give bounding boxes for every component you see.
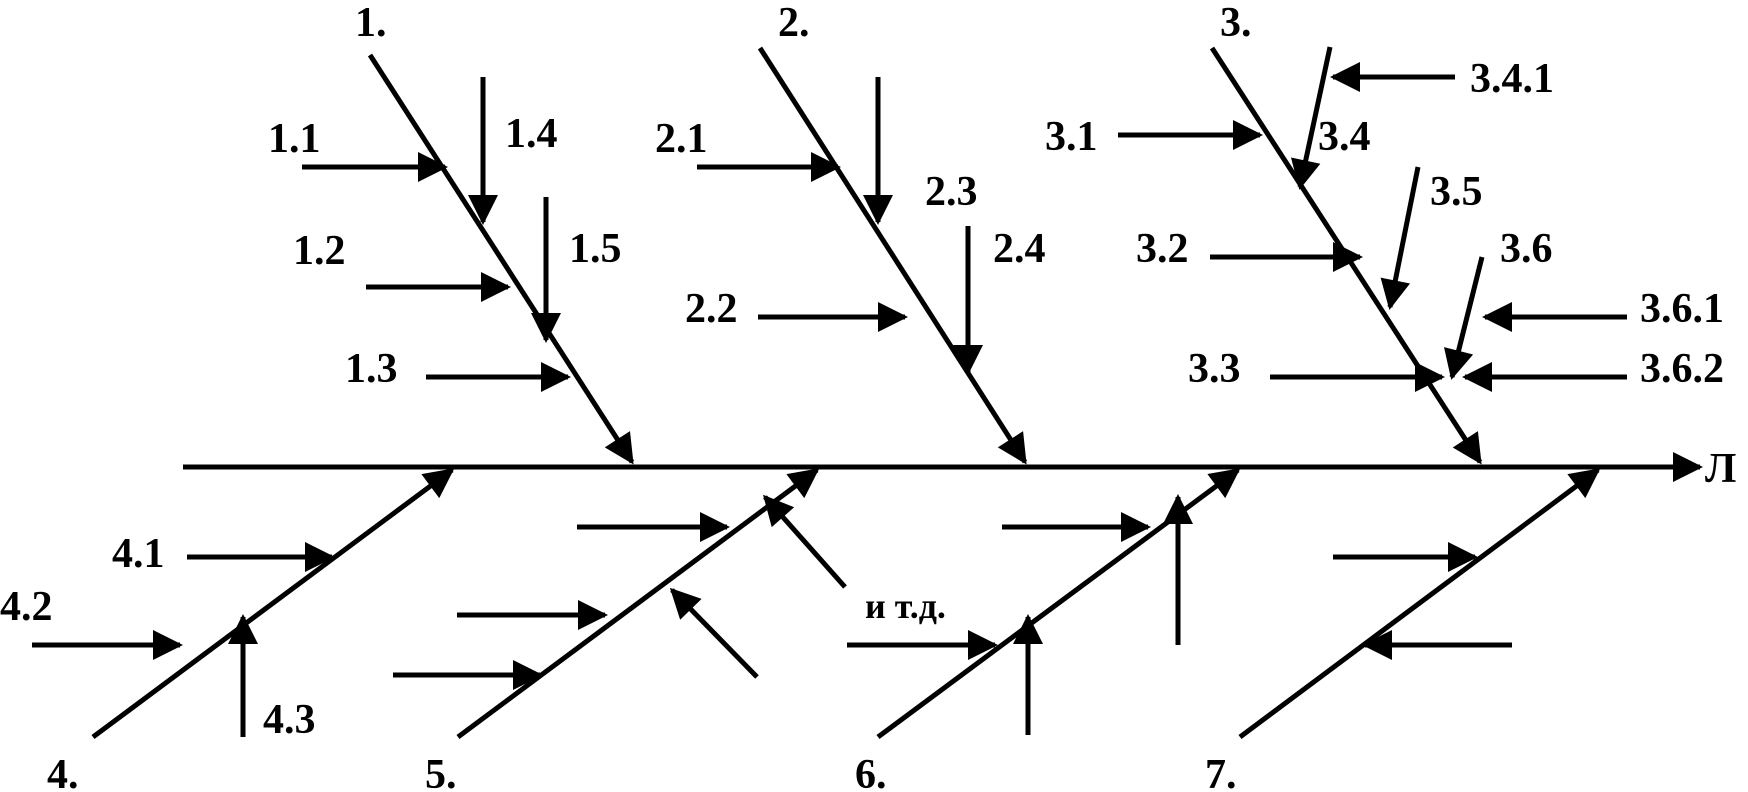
cause-branch-7: 7. [1205,467,1601,792]
sub-arrow-5-e [669,587,759,679]
etc-label: и т.д. [865,586,946,626]
sub-label-1-5: 1.5 [569,226,622,272]
sub-label-2-3: 2.3 [925,169,978,215]
sub-label-3-3: 3.3 [1188,346,1241,392]
sub-label-4-2: 4.2 [0,584,53,630]
sub-arrow-3-6 [1443,256,1485,380]
cause-label-5: 5. [425,752,457,792]
bone-2 [757,46,1028,465]
cause-branch-3: 3. 3.1 3.2 3.3 3.4 3.4.1 3.5 3.6 3.6.1 3… [1045,0,1724,465]
sub-label-2-4: 2.4 [993,226,1046,272]
cause-branch-2: 2. 2.1 2.2 2.3 2.4 [655,0,1046,465]
sub-label-1-1: 1.1 [268,116,321,162]
cause-label-7: 7. [1205,752,1237,792]
sub-label-1-2: 1.2 [293,228,346,274]
sub-arrow-5-d [763,494,847,589]
sub-label-1-4: 1.4 [505,111,558,157]
sub-arrow-3-4 [1290,46,1333,190]
cause-branch-4: 4. 4.1 4.2 4.3 [0,467,455,792]
cause-label-3: 3. [1220,0,1252,46]
cause-label-2: 2. [778,0,810,46]
sub-label-3-2: 3.2 [1136,226,1189,272]
cause-label-4: 4. [47,752,79,792]
sub-arrow-3-5 [1380,166,1421,310]
bone-5 [456,467,820,740]
cause-label-1: 1. [355,0,387,46]
cause-branch-5: 5. и т.д. [393,467,946,792]
sub-label-4-1: 4.1 [112,531,165,577]
sub-label-3-4-1: 3.4.1 [1470,56,1554,102]
sub-label-1-3: 1.3 [345,346,398,392]
bone-4 [91,467,455,740]
bone-7 [1238,467,1601,740]
sub-label-2-2: 2.2 [685,286,738,332]
sub-label-3-4: 3.4 [1318,114,1371,160]
sub-label-3-1: 3.1 [1045,114,1098,160]
sub-label-3-5: 3.5 [1430,169,1483,215]
sub-label-4-3: 4.3 [263,697,316,743]
cause-label-6: 6. [855,752,887,792]
cause-branch-1: 1. 1.1 1.2 1.3 1.4 1.5 [268,0,635,465]
cause-branch-6: 6. [847,467,1241,792]
sub-label-3-6: 3.6 [1500,226,1553,272]
sub-label-2-1: 2.1 [655,116,708,162]
sub-label-3-6-2: 3.6.2 [1640,346,1724,392]
bone-1 [367,53,635,465]
sub-label-3-6-1: 3.6.1 [1640,286,1724,332]
effect-label: Л [1705,446,1736,492]
